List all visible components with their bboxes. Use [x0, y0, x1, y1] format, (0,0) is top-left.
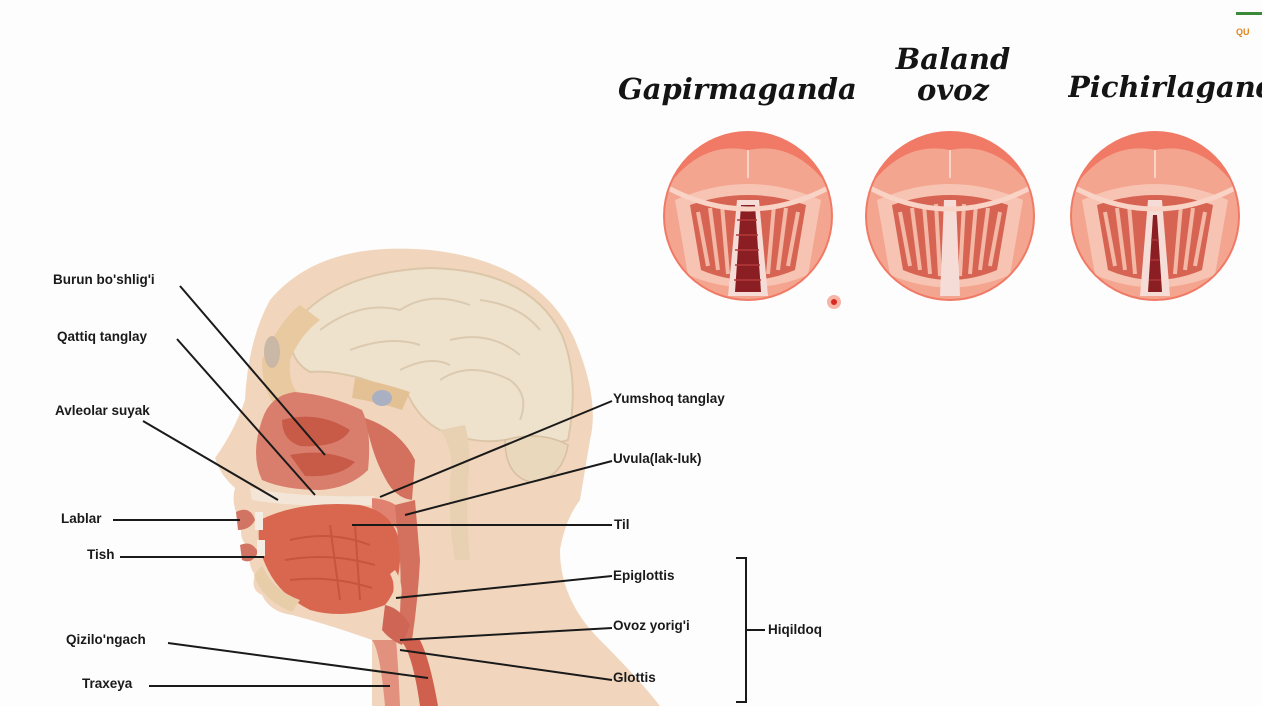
leader-glottis — [400, 650, 612, 680]
label-glottis: Glottis — [613, 670, 656, 685]
leader-uvula — [405, 461, 612, 515]
label-burun-boshligi: Burun bo'shlig'i — [53, 272, 155, 287]
label-lablar: Lablar — [61, 511, 102, 526]
leader-epiglottis — [396, 576, 612, 598]
label-ovoz-yorigi: Ovoz yorig'i — [613, 618, 690, 633]
label-epiglottis: Epiglottis — [613, 568, 675, 583]
label-til: Til — [614, 517, 630, 532]
label-yumshoq-tanglay: Yumshoq tanglay — [613, 391, 725, 406]
label-hiqildoq: Hiqildoq — [768, 622, 822, 637]
label-qiziloqngach: Qizilo'ngach — [66, 632, 146, 647]
leader-qiziloqngach — [168, 643, 428, 678]
label-avleolar-suyak: Avleolar suyak — [55, 403, 150, 418]
label-traxeya: Traxeya — [82, 676, 132, 691]
leader-burun — [180, 286, 325, 455]
leader-yumshoq — [380, 401, 612, 497]
leader-ovoz-yorigi — [400, 628, 612, 640]
corner-logo: QU — [1236, 12, 1262, 52]
larynx-bracket — [736, 558, 746, 702]
leader-avleolar — [143, 421, 278, 500]
label-uvula: Uvula(lak-luk) — [613, 451, 702, 466]
label-qattiq-tanglay: Qattiq tanglay — [57, 329, 147, 344]
label-tish: Tish — [87, 547, 115, 562]
